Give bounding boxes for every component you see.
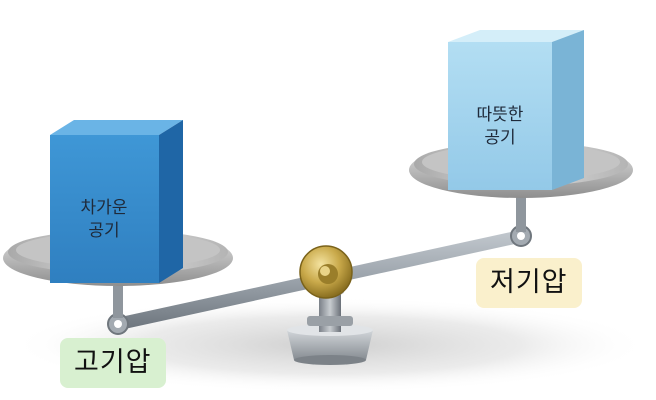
warm-air-cube	[448, 30, 584, 190]
warm-air-label: 따뜻한 공기	[476, 105, 524, 148]
scale-stand	[287, 288, 373, 365]
low-pressure-badge: 저기압	[476, 258, 582, 308]
cold-air-cube	[50, 120, 183, 283]
cold-air-label: 차가운 공기	[80, 198, 128, 241]
pivot-knob	[299, 245, 353, 299]
high-pressure-badge: 고기압	[60, 338, 166, 388]
